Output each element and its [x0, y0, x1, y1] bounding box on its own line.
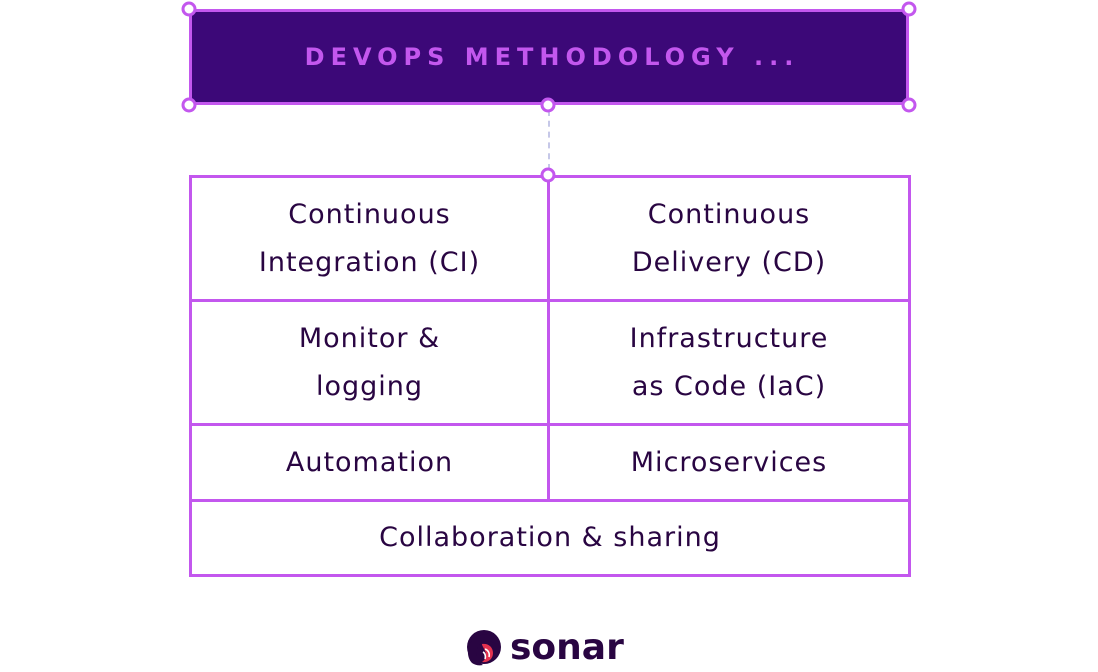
connector-handle-top[interactable]	[540, 97, 556, 113]
methodology-title: DEVOPS METHODOLOGY ...	[304, 43, 800, 71]
practice-cell-cd: Continuous Delivery (CD)	[550, 178, 908, 302]
practices-grid: Continuous Integration (CI) Continuous D…	[189, 175, 911, 577]
practice-cell-ci: Continuous Integration (CI)	[192, 178, 550, 302]
practice-cell-automation: Automation	[192, 426, 550, 502]
practice-label-cd: Continuous Delivery (CD)	[631, 198, 827, 278]
selection-handle-top-right[interactable]	[901, 1, 917, 17]
selection-handle-bottom-left[interactable]	[181, 97, 197, 113]
practice-cell-monitoring: Monitor & logging	[192, 302, 550, 426]
practice-label-ci: Continuous Integration (CI)	[258, 198, 481, 278]
practice-cell-collaboration: Collaboration & sharing	[192, 502, 908, 574]
selection-handle-top-left[interactable]	[181, 1, 197, 17]
connector-line	[548, 110, 550, 170]
selection-handle-bottom-right[interactable]	[901, 97, 917, 113]
practice-label-iac: Infrastructure as Code (IaC)	[629, 322, 829, 402]
practice-label-microservices: Microservices	[630, 446, 828, 478]
practice-cell-iac: Infrastructure as Code (IaC)	[550, 302, 908, 426]
practice-label-monitoring: Monitor & logging	[298, 322, 441, 402]
practice-cell-microservices: Microservices	[550, 426, 908, 502]
practice-label-automation: Automation	[285, 446, 454, 478]
sonar-logo-text: sonar	[510, 627, 624, 668]
sonar-logo-icon	[467, 630, 501, 666]
practice-label-collaboration: Collaboration & sharing	[379, 522, 721, 553]
connector-handle-bottom[interactable]	[540, 167, 556, 183]
sonar-logo: sonar	[462, 627, 624, 669]
methodology-header: DEVOPS METHODOLOGY ...	[189, 9, 909, 105]
